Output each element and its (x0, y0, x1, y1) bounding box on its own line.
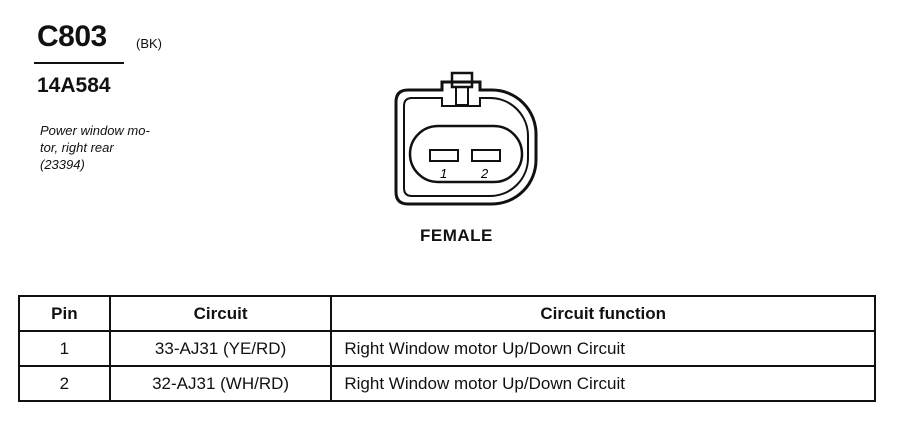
connector-housing-inner (403, 97, 529, 197)
header-pin: Pin (18, 295, 111, 332)
cavity-pin-2 (471, 149, 501, 162)
description-line: (23394) (40, 157, 85, 172)
table-row: 2 32-AJ31 (WH/RD) Right Window motor Up/… (18, 365, 876, 402)
cell-circuit-function: Right Window motor Up/Down Circuit (330, 365, 876, 402)
title-underline (34, 62, 124, 64)
cell-pin: 1 (18, 330, 111, 367)
pin-table: Pin Circuit Circuit function 1 33-AJ31 (… (18, 295, 876, 402)
cavity-pin-1 (429, 149, 459, 162)
connector-face-diagram: 1 2 (394, 71, 538, 206)
connector-id: C803 (37, 20, 107, 53)
connector-housing-outer (394, 80, 538, 206)
table-header-row: Pin Circuit Circuit function (18, 295, 876, 332)
cavity-body (408, 124, 524, 184)
cell-circuit: 33-AJ31 (YE/RD) (108, 330, 333, 367)
cell-circuit-function: Right Window motor Up/Down Circuit (330, 330, 876, 367)
connector-description: Power window mo- tor, right rear (23394) (40, 122, 200, 173)
table-row: 1 33-AJ31 (YE/RD) Right Window motor Up/… (18, 330, 876, 367)
part-number: 14A584 (37, 74, 111, 97)
description-line: tor, right rear (40, 140, 114, 155)
connector-color: (BK) (136, 36, 162, 51)
connector-gender-label: FEMALE (420, 226, 493, 245)
description-line: Power window mo- (40, 123, 150, 138)
cavity-label-1: 1 (440, 166, 447, 181)
locking-tab-inner (455, 86, 469, 106)
locking-tab (450, 71, 474, 89)
cell-pin: 2 (18, 365, 111, 402)
cell-circuit: 32-AJ31 (WH/RD) (108, 365, 333, 402)
header-circuit: Circuit (108, 295, 333, 332)
header-circuit-function: Circuit function (330, 295, 876, 332)
cavity-label-2: 2 (480, 166, 489, 181)
